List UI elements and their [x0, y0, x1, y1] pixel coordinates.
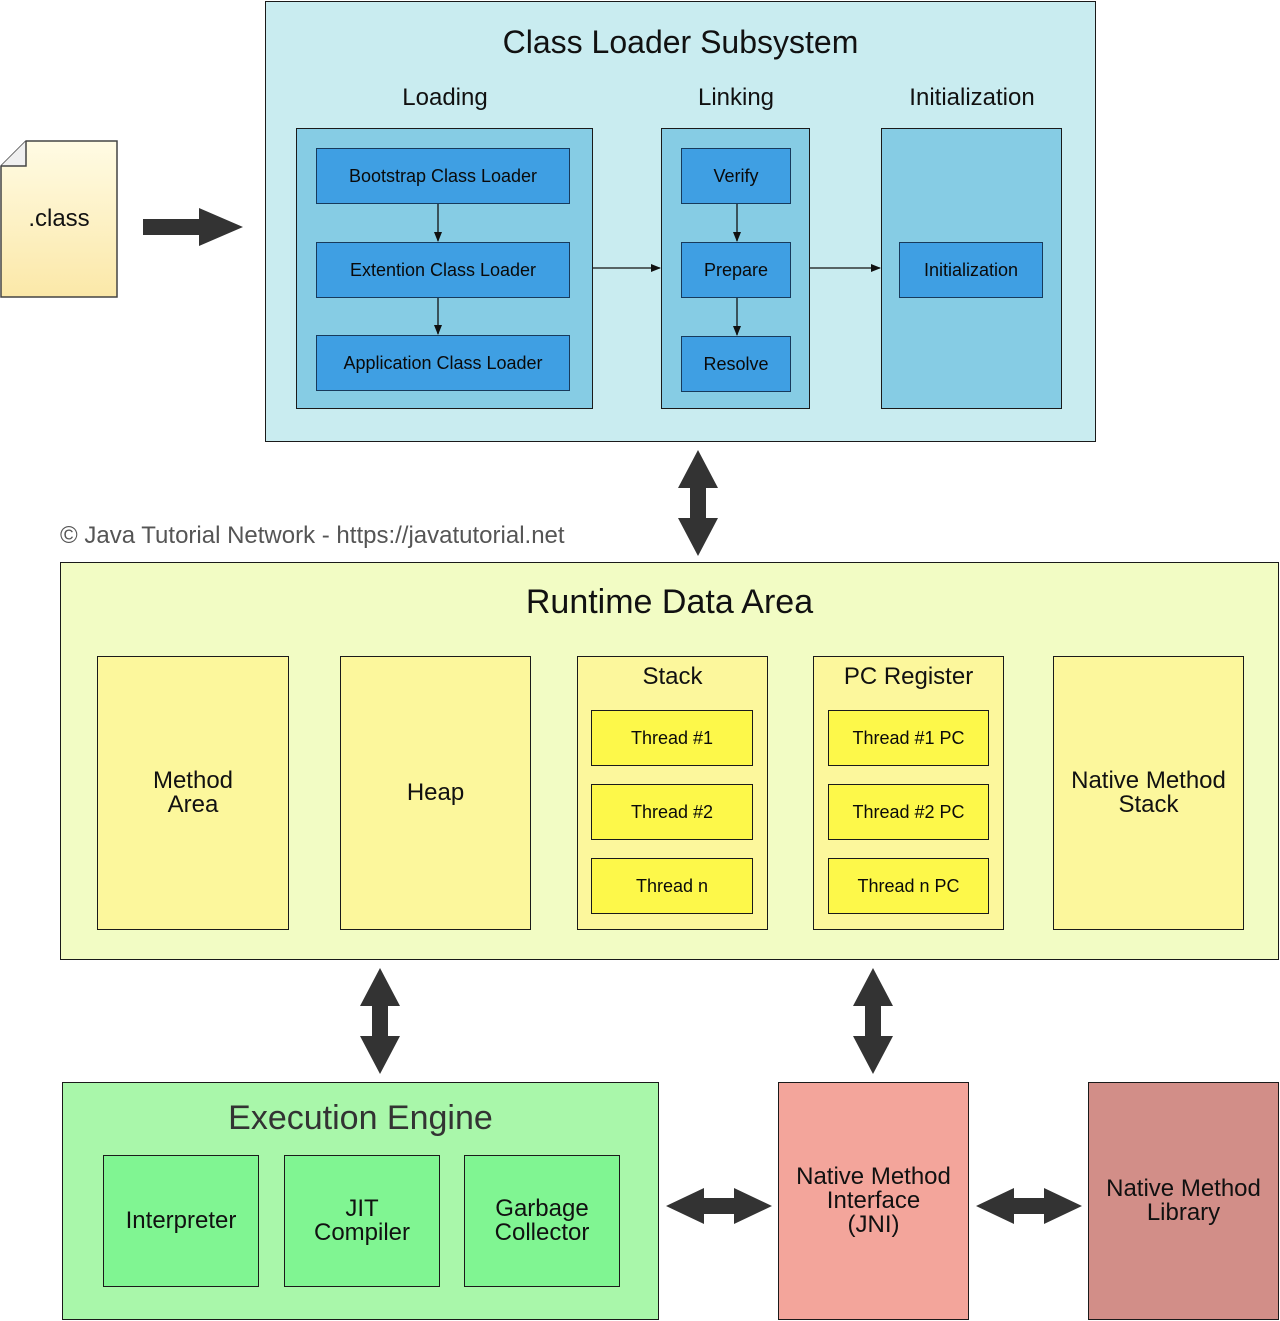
interpreter-label: Interpreter: [125, 1207, 237, 1234]
runtime-jni-double-arrow: [853, 968, 893, 1074]
runtime-execution-double-arrow: [360, 968, 400, 1074]
copyright-text: © Java Tutorial Network - https://javatu…: [60, 522, 565, 549]
method-area-label: Method Area: [152, 767, 234, 818]
native-method-library: Native Method Library: [1088, 1082, 1279, 1320]
class-file: .class: [0, 140, 118, 298]
interpreter: Interpreter: [103, 1155, 259, 1287]
jit-compiler-label: JIT Compiler: [313, 1195, 411, 1246]
application-class-loader: Application Class Loader: [316, 335, 570, 391]
bootstrap-class-loader: Bootstrap Class Loader: [316, 148, 570, 204]
pc-thread-1: Thread #1 PC: [828, 710, 989, 766]
native-method-library-label: Native Method Library: [1106, 1175, 1261, 1226]
stack-thread-n: Thread n: [591, 858, 753, 914]
class-loader-title: Class Loader Subsystem: [502, 24, 859, 60]
class-file-icon: [0, 140, 118, 298]
native-method-interface: Native Method Interface (JNI): [778, 1082, 969, 1320]
extension-class-loader: Extention Class Loader: [316, 242, 570, 298]
heap: Heap: [340, 656, 531, 930]
jit-compiler: JIT Compiler: [284, 1155, 440, 1287]
pc-register-title: PC Register: [843, 663, 974, 690]
stack-title: Stack: [642, 663, 703, 690]
heap-label: Heap: [406, 779, 465, 806]
execution-engine-title: Execution Engine: [228, 1099, 493, 1137]
native-method-stack: Native Method Stack: [1053, 656, 1244, 930]
method-area: Method Area: [97, 656, 289, 930]
jni-label: Native Method Interface (JNI): [796, 1163, 951, 1238]
runtime-data-area-title: Runtime Data Area: [525, 583, 814, 621]
native-method-stack-label: Native Method Stack: [1071, 767, 1226, 818]
pc-thread-2: Thread #2 PC: [828, 784, 989, 840]
garbage-collector: Garbage Collector: [464, 1155, 620, 1287]
stack-thread-2: Thread #2: [591, 784, 753, 840]
resolve-step: Resolve: [681, 336, 791, 392]
pc-thread-n: Thread n PC: [828, 858, 989, 914]
stack-thread-1: Thread #1: [591, 710, 753, 766]
execution-jni-double-arrow: [666, 1188, 772, 1224]
jni-library-double-arrow: [976, 1188, 1082, 1224]
loading-phase-title: Loading: [402, 84, 488, 111]
linking-phase-title: Linking: [697, 84, 775, 111]
loader-runtime-double-arrow: [678, 450, 718, 556]
class-to-loader-arrow: [143, 208, 243, 246]
prepare-step: Prepare: [681, 242, 791, 298]
initialization-step: Initialization: [899, 242, 1043, 298]
initialization-phase-title: Initialization: [909, 84, 1035, 111]
class-file-label: .class: [28, 205, 90, 232]
verify-step: Verify: [681, 148, 791, 204]
garbage-collector-label: Garbage Collector: [494, 1195, 590, 1246]
